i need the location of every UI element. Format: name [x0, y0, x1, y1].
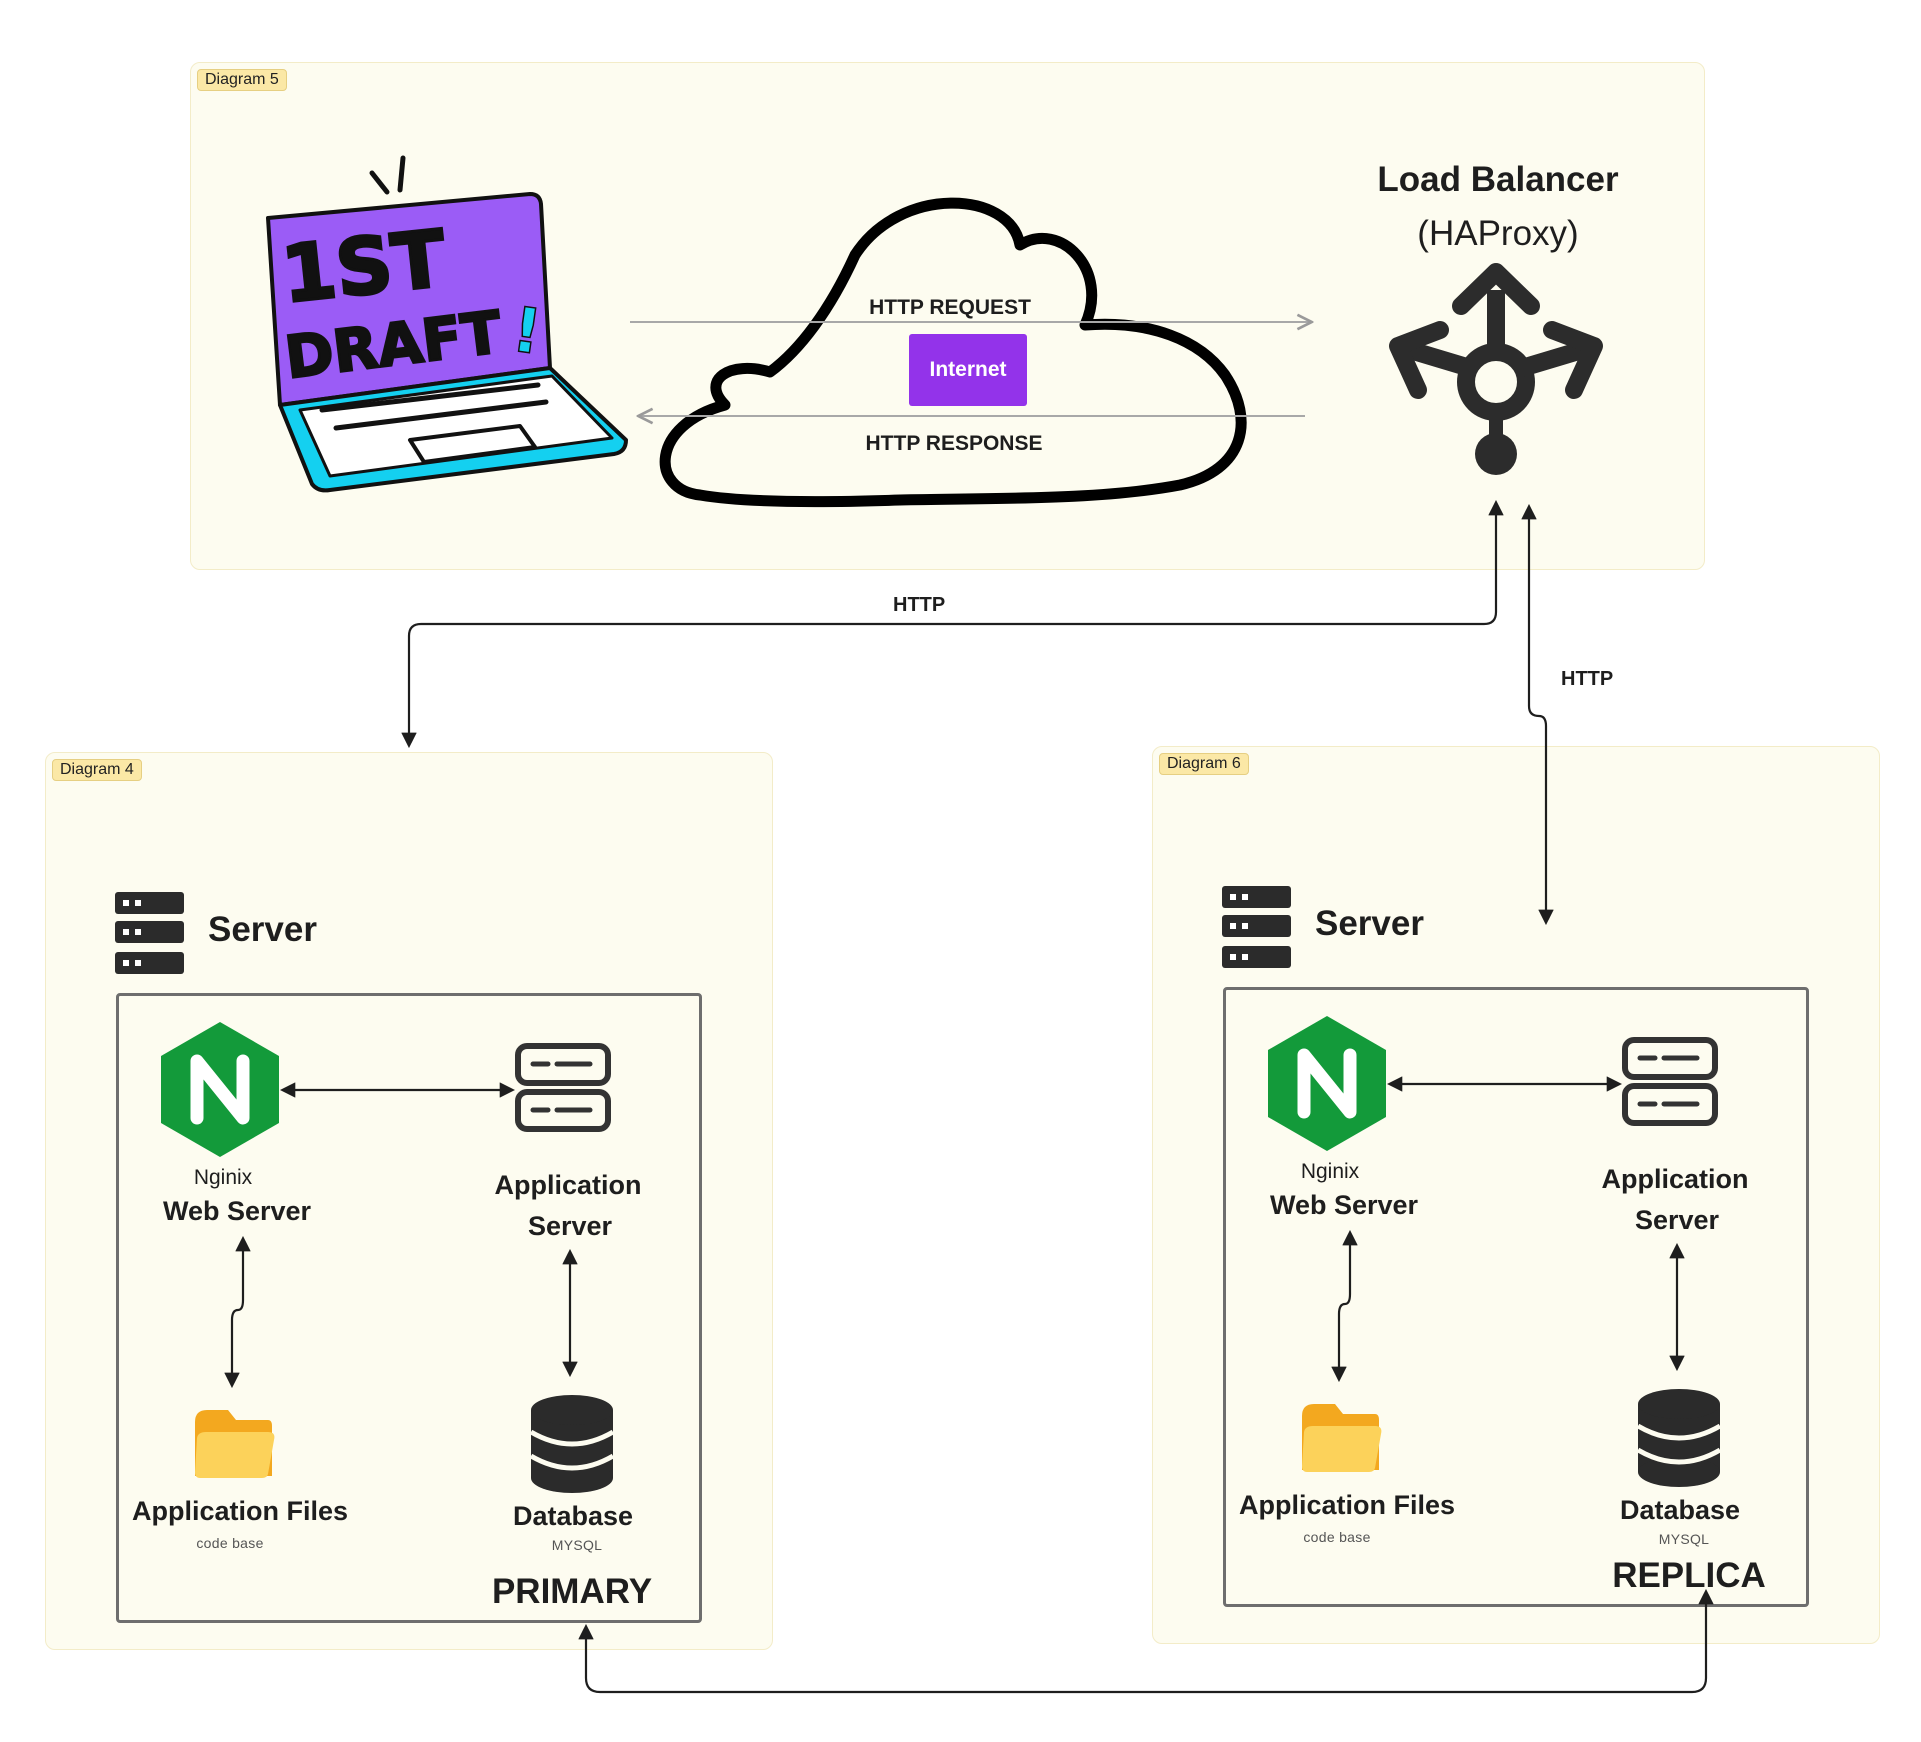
- server-rack-icon: [1222, 886, 1291, 968]
- laptop-icon: 1ST DRAFT !: [266, 155, 628, 493]
- app-server-icon: [515, 1043, 611, 1132]
- folder-icon: [1302, 1404, 1382, 1472]
- primary-server-box: [116, 993, 702, 1623]
- files-label: Application Files: [131, 1496, 349, 1526]
- files-label: Application Files: [1238, 1490, 1456, 1520]
- load-balancer-icon: [1389, 263, 1603, 475]
- load-balancer-subtitle: (HAProxy): [1417, 214, 1579, 253]
- internet-node: Internet: [909, 334, 1027, 406]
- load-balancer-title: Load Balancer: [1377, 160, 1619, 199]
- frame-tag: Diagram 6: [1159, 753, 1249, 775]
- frame-tag: Diagram 4: [52, 759, 142, 781]
- app-server-label-1: Application: [1601, 1164, 1749, 1194]
- database-icon: [1636, 1389, 1722, 1487]
- database-icon: [529, 1395, 615, 1493]
- app-server-label-2: Server: [1634, 1205, 1720, 1235]
- web-files-arrow: [224, 1235, 251, 1389]
- frame-tag: Diagram 5: [197, 69, 287, 91]
- nginx-icon: [1268, 1016, 1386, 1151]
- http-response-label: HTTP RESPONSE: [865, 432, 1043, 455]
- server-rack-icon: [115, 892, 184, 974]
- http-connector-replica: [1521, 503, 1554, 926]
- web-server-label: Web Server: [1269, 1190, 1419, 1220]
- http-connector-primary: [401, 499, 1504, 749]
- app-server-icon: [1622, 1037, 1718, 1126]
- files-sublabel: code base: [1303, 1529, 1371, 1545]
- role-label: REPLICA: [1612, 1556, 1766, 1595]
- database-sublabel: MYSQL: [551, 1537, 603, 1553]
- nginx-icon: [161, 1022, 279, 1157]
- web-server-label: Web Server: [162, 1196, 312, 1226]
- http-request-label: HTTP REQUEST: [869, 296, 1031, 319]
- database-label: Database: [1619, 1495, 1741, 1525]
- server-title: Server: [208, 910, 317, 949]
- server-title: Server: [1315, 904, 1424, 943]
- app-server-label-2: Server: [527, 1211, 613, 1241]
- http-label-right: HTTP: [1561, 668, 1614, 690]
- http-label-left: HTTP: [893, 594, 946, 616]
- role-label: PRIMARY: [491, 1572, 653, 1611]
- files-sublabel: code base: [196, 1535, 264, 1551]
- folder-icon: [195, 1410, 275, 1478]
- app-server-label-1: Application: [494, 1170, 642, 1200]
- web-server-top-label: Nginix: [1300, 1160, 1360, 1183]
- database-label: Database: [512, 1501, 634, 1531]
- web-server-top-label: Nginix: [193, 1166, 253, 1189]
- replication-connector: [578, 1588, 1714, 1694]
- database-sublabel: MYSQL: [1658, 1531, 1710, 1547]
- laptop-text-1: 1ST: [278, 214, 450, 321]
- cloud-icon: [659, 197, 1247, 508]
- web-files-arrow: [1331, 1229, 1358, 1383]
- internet-label: Internet: [929, 358, 1007, 381]
